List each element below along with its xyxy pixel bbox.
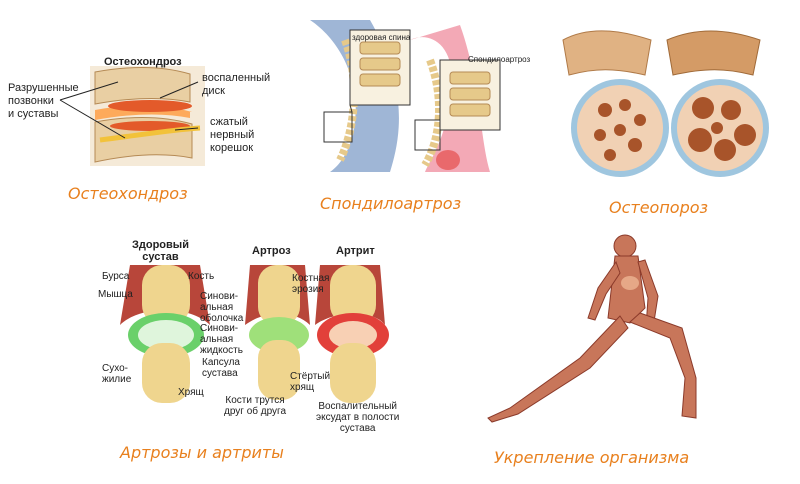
label-destroyed: Разрушенные позвонки и суставы	[8, 82, 79, 120]
caption-osteochondrosis: Остеохондроз	[68, 184, 188, 203]
label-spondyloarthrosis: Спондилоартроз	[468, 55, 531, 64]
panel-strengthening: Укрепление организма	[470, 228, 790, 478]
muscle-figure-illustration	[487, 234, 697, 423]
panel-osteochondrosis: Остеохондроз Разрушенные позвонки и суст…	[0, 0, 270, 215]
label-muscle: Мышца	[98, 289, 133, 300]
label-exudate: Воспалительный эксудат в полости сустава	[316, 401, 400, 434]
label-compressed-root: сжатый нервный корешок	[210, 116, 255, 154]
label-synovial-membrane: Синови- альная оболочка	[200, 291, 244, 324]
label-worn-cartilage: Стёртый хрящ	[290, 371, 331, 393]
osteoporosis-illustration	[562, 30, 769, 177]
panel-arthrosis: Здоровый сустав Артроз Артрит Бурса Мышц…	[80, 235, 420, 475]
osteochondrosis-title: Остеохондроз	[104, 56, 182, 68]
header-arthritis: Артрит	[336, 245, 375, 257]
label-bone-erosion: Костная эрозия	[292, 273, 330, 295]
caption-osteoporosis: Остеопороз	[609, 198, 709, 217]
label-healthy-spine: здоровая спина	[352, 33, 411, 42]
caption-strengthening: Укрепление организма	[494, 448, 690, 467]
panel-spondyloarthrosis: здоровая спина Спондилоартроз Спондилоар…	[300, 0, 540, 215]
label-capsule: Капсула сустава	[202, 357, 240, 379]
panel-osteoporosis: Остеопороз	[555, 0, 800, 225]
osteochondrosis-illustration	[59, 66, 205, 166]
spondyloarthrosis-illustration	[310, 20, 501, 172]
header-healthy: Здоровый сустав	[132, 239, 189, 263]
label-cartilage: Хрящ	[178, 387, 204, 398]
label-bones-rub: Кости трутся друг об друга	[224, 395, 287, 417]
header-arthrosis: Артроз	[252, 245, 291, 257]
label-inflamed-disc: воспаленный диск	[202, 72, 271, 97]
joints-illustration	[120, 265, 389, 403]
label-bone: Кость	[188, 271, 215, 282]
caption-spondyloarthrosis: Спондилоартроз	[320, 194, 462, 213]
caption-arthrosis: Артрозы и артриты	[120, 443, 284, 462]
label-bursa: Бурса	[102, 271, 130, 282]
label-tendon: Сухо- жилие	[102, 363, 132, 385]
label-synovial-fluid: Синови- альная жидкость	[200, 323, 243, 356]
